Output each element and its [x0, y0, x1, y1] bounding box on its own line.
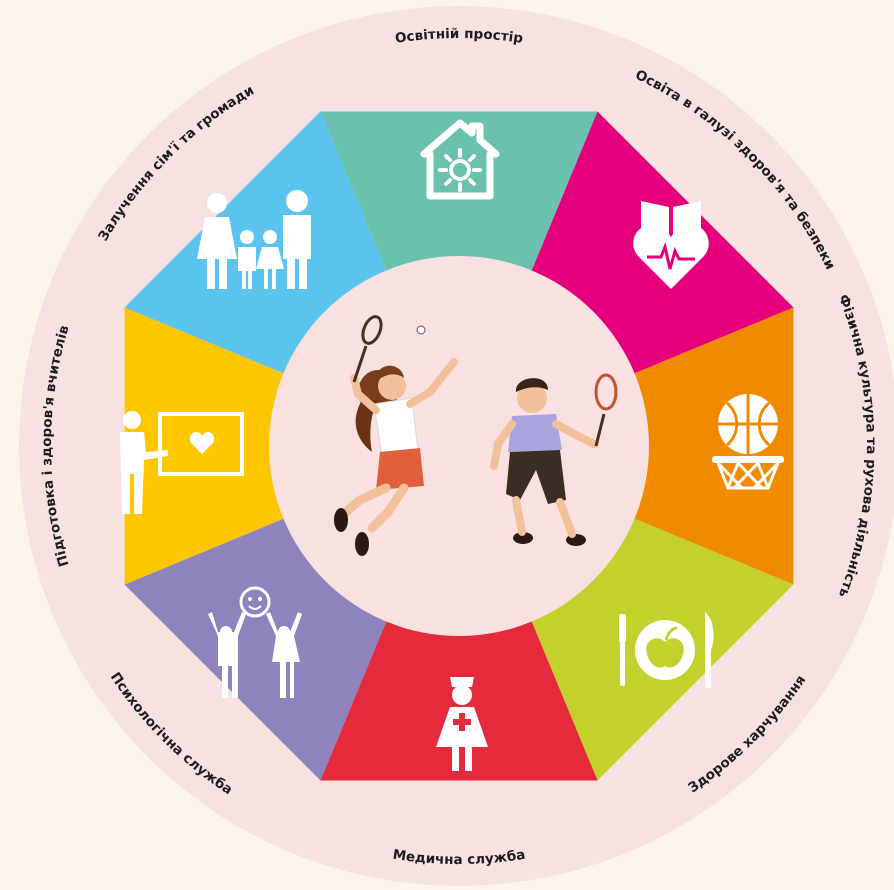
segment-label-1: Освітній простір	[394, 26, 524, 47]
nurse-icon	[436, 677, 488, 771]
boy-figure	[490, 373, 618, 546]
happy-children-icon	[208, 586, 302, 698]
book-heart-icon	[633, 201, 709, 289]
plate-apple-icon	[619, 612, 714, 688]
family-icon	[197, 190, 311, 289]
house-sun-icon	[420, 119, 500, 200]
girl-figure	[334, 315, 458, 556]
segment-label-5: Медична служба	[392, 847, 527, 868]
children-playing-badminton-illustration	[334, 315, 618, 556]
basketball-hoop-icon	[712, 394, 784, 490]
teacher-board-icon	[120, 411, 244, 514]
